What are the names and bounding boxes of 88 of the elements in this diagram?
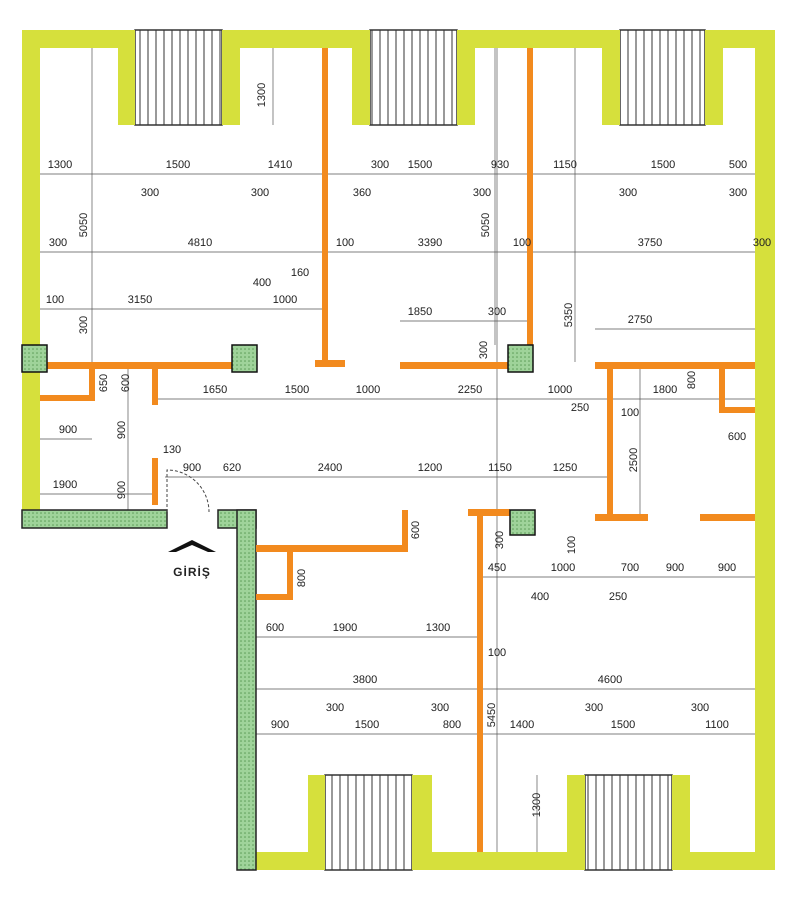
dimension-label: 1200 (418, 462, 442, 474)
dimension-label: 360 (352, 187, 372, 199)
dimension-label: 1300 (48, 159, 72, 171)
dimension-label: 900 (270, 719, 290, 731)
dimension-label: 600 (120, 374, 132, 392)
entrance-label: GİRİŞ (173, 566, 211, 578)
dimension-label: 3750 (638, 237, 662, 249)
dimension-label: 300 (618, 187, 638, 199)
dimension-label: 4810 (188, 237, 212, 249)
dimension-label: 300 (430, 702, 450, 714)
dimension-label: 1500 (354, 719, 380, 731)
dimension-label: 1500 (610, 719, 636, 731)
dimension-label: 300 (472, 187, 492, 199)
dimension-label: 800 (686, 370, 698, 390)
dimension-label: 100 (46, 294, 64, 306)
dimension-label: 3150 (128, 294, 152, 306)
dimension-label: 620 (222, 462, 242, 474)
dimension-label: 1410 (268, 159, 292, 171)
dimension-label: 1000 (550, 562, 576, 574)
dimension-label: 300 (584, 702, 604, 714)
dimension-label: 800 (296, 568, 308, 588)
dimension-label: 1500 (408, 159, 432, 171)
dimension-label: 1100 (705, 719, 729, 731)
dimension-label: 300 (140, 187, 160, 199)
dimension-label: 1300 (426, 622, 450, 634)
dimension-label: 1500 (284, 384, 310, 396)
dimension-label: 1150 (488, 462, 512, 474)
dimension-label: 100 (566, 536, 578, 554)
dimension-label: 400 (530, 591, 550, 603)
dimension-label: 3800 (352, 674, 378, 686)
dimension-label: 900 (718, 562, 736, 574)
dimension-label: 300 (78, 316, 90, 334)
dimension-label: 130 (162, 444, 182, 456)
dimension-label: 4600 (598, 674, 622, 686)
dimension-label: 300 (488, 306, 506, 318)
dimension-label: 2750 (628, 314, 652, 326)
dimension-label: 300 (494, 530, 506, 550)
dimension-label: 5450 (486, 702, 498, 728)
dimension-label: 1000 (272, 294, 298, 306)
dimension-label: 100 (488, 647, 506, 659)
dimension-label: 300 (370, 159, 390, 171)
dimension-label: 250 (608, 591, 628, 603)
dimension-label: 160 (290, 267, 310, 279)
dimension-label: 900 (116, 480, 128, 500)
dimension-label: 500 (728, 159, 748, 171)
dimension-label: 1000 (548, 384, 572, 396)
dimension-label: 2250 (458, 384, 482, 396)
dimension-label: 1500 (650, 159, 676, 171)
dimension-label: 600 (728, 431, 746, 443)
dimension-label: 900 (116, 420, 128, 440)
dimension-label: 1800 (652, 384, 678, 396)
dimension-label: 300 (250, 187, 270, 199)
dimension-label: 3390 (418, 237, 442, 249)
dimension-label: 900 (58, 424, 78, 436)
dimension-label: 1000 (356, 384, 380, 396)
dimension-label: 930 (490, 159, 510, 171)
dimension-label: 600 (266, 622, 284, 634)
dimension-label: 250 (570, 402, 590, 414)
dimension-label: 1500 (166, 159, 190, 171)
dimension-label: 1150 (553, 159, 577, 171)
dimension-label: 600 (410, 520, 422, 540)
dimension-label: 300 (728, 187, 748, 199)
dimension-label: 450 (488, 562, 506, 574)
dimension-label: 1400 (510, 719, 534, 731)
dimension-label: 300 (48, 237, 68, 249)
dimension-label: 900 (666, 562, 684, 574)
dimension-label: 5050 (480, 212, 492, 238)
dimension-label: 1650 (202, 384, 228, 396)
dimension-label: 2500 (628, 448, 640, 472)
dimension-label: 2400 (318, 462, 342, 474)
dimension-label: 1300 (531, 792, 543, 818)
dimension-label: 800 (442, 719, 462, 731)
dimension-label: 400 (252, 277, 272, 289)
dimension-label: 1900 (52, 479, 78, 491)
dimension-label: 5350 (563, 302, 575, 328)
dimension-label: 650 (98, 374, 110, 392)
dimension-label: 300 (478, 340, 490, 360)
dimension-label: 300 (690, 702, 710, 714)
dimension-label: 1850 (408, 306, 432, 318)
dimension-label: 100 (336, 237, 354, 249)
dimension-label: 100 (620, 407, 640, 419)
dimension-label: 700 (620, 562, 640, 574)
dimension-label: 900 (182, 462, 202, 474)
dimension-label: 1900 (332, 622, 358, 634)
dimension-label: 1250 (552, 462, 578, 474)
dimension-label: 300 (326, 702, 344, 714)
dimension-label: 1300 (256, 82, 268, 108)
dimension-label: 5050 (78, 212, 90, 238)
